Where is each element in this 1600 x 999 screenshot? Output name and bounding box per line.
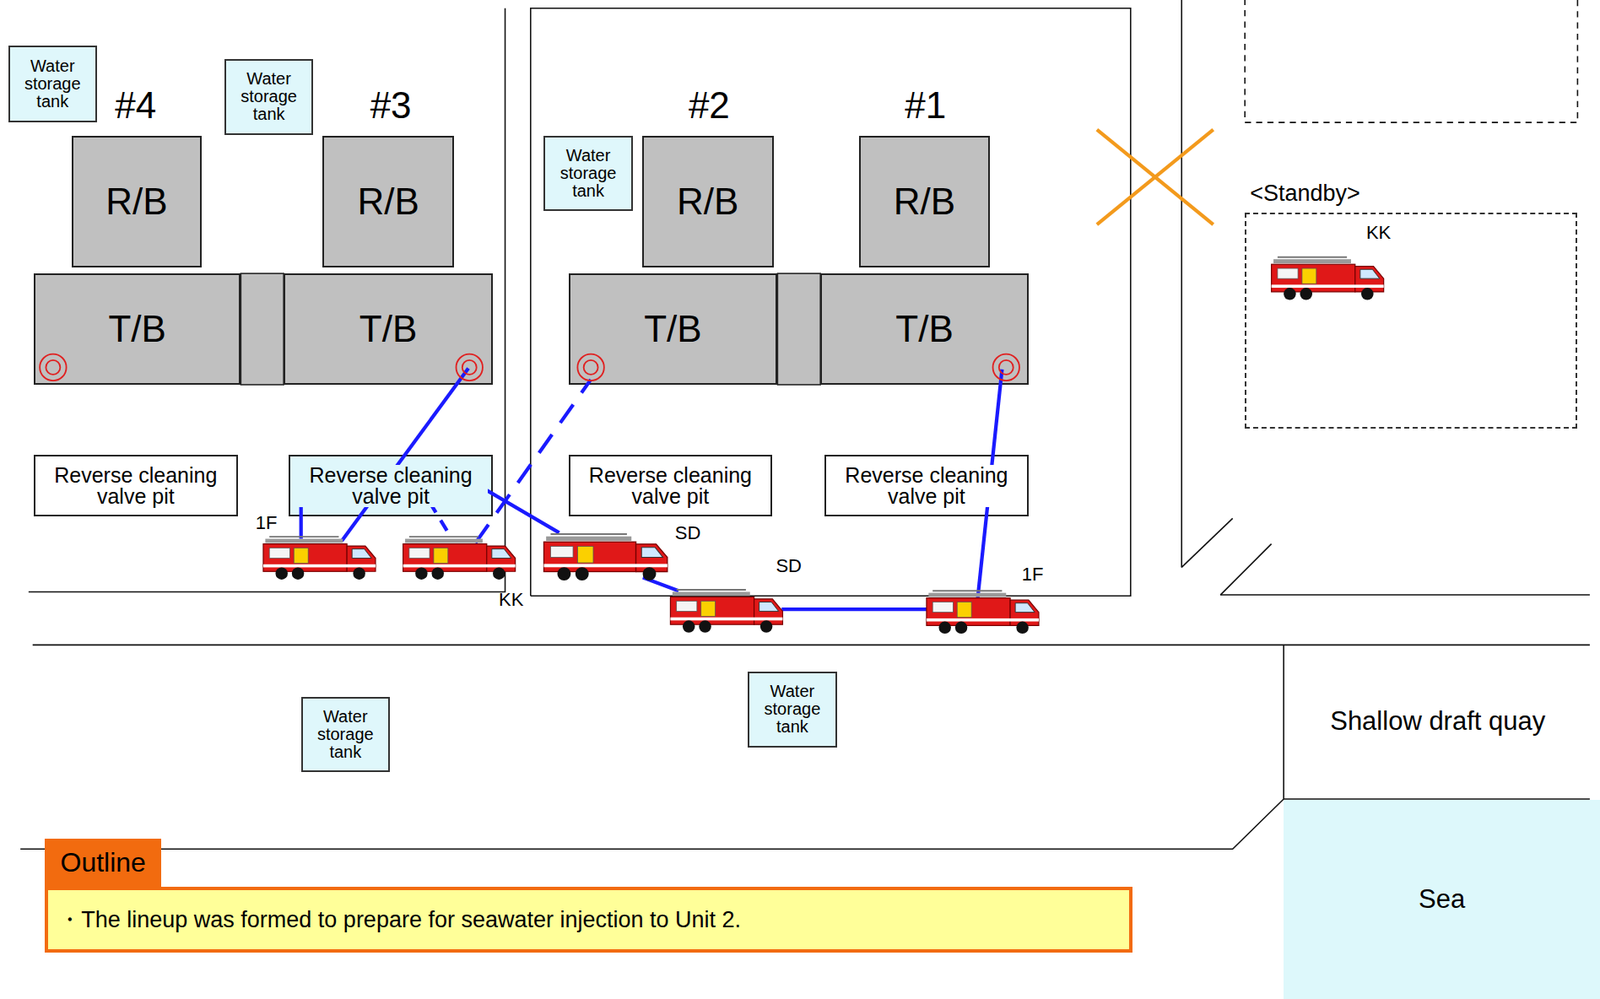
valve-pit-label: Reverse cleaning valve pit: [293, 464, 488, 508]
turbine-building: T/B: [820, 273, 1029, 385]
sea-area: Sea: [1283, 800, 1600, 999]
unit-number: #3: [370, 84, 412, 127]
turbine-building-label: T/B: [895, 308, 953, 351]
valve-pit: Reverse cleaning valve pit: [288, 454, 493, 517]
reactor-building-label: R/B: [676, 180, 739, 223]
water-storage-tank: Water storage tank: [747, 671, 837, 749]
water-storage-tank: Water storage tank: [301, 697, 390, 773]
building-connector: [240, 273, 284, 385]
outline-box: Outline ・The lineup was formed to prepare…: [44, 838, 1133, 953]
reactor-building: R/B: [322, 135, 455, 268]
truck-owner: SD: [775, 555, 802, 578]
site-boundaries: [20, 0, 1590, 849]
cross-stroke: [1097, 129, 1214, 225]
turbine-building-label: T/B: [643, 308, 702, 351]
reactor-building: R/B: [642, 135, 774, 268]
water-storage-tank-label: Water storage tank: [751, 682, 833, 736]
turbine-building: T/B: [33, 273, 241, 385]
turbine-building-label: T/B: [108, 308, 166, 351]
blocked-road-mark: [1097, 129, 1214, 225]
valve-pit-label: Reverse cleaning valve pit: [38, 464, 233, 508]
unit-number: #2: [688, 84, 730, 127]
truck-owner: 1F: [255, 512, 278, 535]
road-edge: [1220, 544, 1271, 595]
water-storage-tank: Water storage tank: [543, 135, 633, 211]
reactor-building: R/B: [71, 135, 203, 268]
compound-boundary: [28, 8, 506, 593]
valve-pit-label: Reverse cleaning valve pit: [573, 464, 768, 508]
dashed-area: [1244, 0, 1578, 123]
water-storage-tank-label: Water storage tank: [227, 70, 310, 124]
turbine-building: T/B: [568, 273, 779, 385]
valve-pit-label: Reverse cleaning valve pit: [829, 464, 1024, 508]
compound-boundary: [530, 8, 1131, 597]
unit-number: #1: [904, 84, 946, 127]
water-storage-tank: Water storage tank: [224, 59, 314, 135]
water-storage-tank: Water storage tank: [8, 45, 98, 123]
quay-area-label: Shallow draft quay: [1329, 704, 1546, 739]
truck-owner: KK: [498, 589, 524, 611]
truck-owner: SD: [675, 522, 702, 545]
reactor-building-label: R/B: [105, 180, 168, 223]
truck-owner: KK: [1366, 221, 1391, 244]
standby-area-label: <Standby>: [1249, 180, 1361, 207]
outline-heading: Outline: [60, 847, 146, 879]
fire-truck: [926, 590, 1039, 634]
road-edge: [20, 644, 1284, 849]
reactor-building-label: R/B: [356, 180, 419, 223]
sea-area-label: Sea: [1418, 884, 1465, 915]
outline-note: ・The lineup was formed to prepare for se…: [58, 904, 741, 936]
fire-truck: [670, 589, 783, 633]
standby-area: <Standby>: [1244, 212, 1578, 429]
road-edge: [32, 644, 1590, 647]
water-storage-tank-label: Water storage tank: [304, 708, 387, 762]
building-connector: [777, 273, 821, 385]
reactor-building: R/B: [859, 135, 990, 268]
truck-owner: 1F: [1021, 563, 1044, 586]
valve-pit: Reverse cleaning valve pit: [33, 454, 238, 517]
quay-area: Shallow draft quay: [1286, 647, 1590, 798]
reactor-building-label: R/B: [893, 180, 956, 223]
turbine-building: T/B: [283, 273, 493, 385]
valve-pit: Reverse cleaning valve pit: [824, 454, 1029, 517]
outline-tab: Outline: [44, 838, 162, 887]
unit-number: #4: [114, 84, 157, 127]
fire-truck: [403, 536, 516, 580]
valve-pit: Reverse cleaning valve pit: [568, 454, 773, 517]
fire-truck: [543, 534, 667, 581]
water-storage-tank-label: Water storage tank: [546, 146, 629, 200]
outline-body: ・The lineup was formed to prepare for se…: [44, 886, 1133, 953]
relay-hose: [781, 607, 931, 611]
road-edge: [1220, 594, 1590, 596]
fire-truck: [1271, 257, 1384, 301]
relay-hose: [643, 578, 679, 592]
road-edge: [1181, 518, 1233, 568]
road-edge: [1180, 0, 1183, 568]
fire-truck: [263, 536, 376, 580]
water-storage-tank-label: Water storage tank: [11, 57, 94, 111]
turbine-building-label: T/B: [359, 308, 417, 351]
cross-stroke: [1097, 129, 1214, 225]
